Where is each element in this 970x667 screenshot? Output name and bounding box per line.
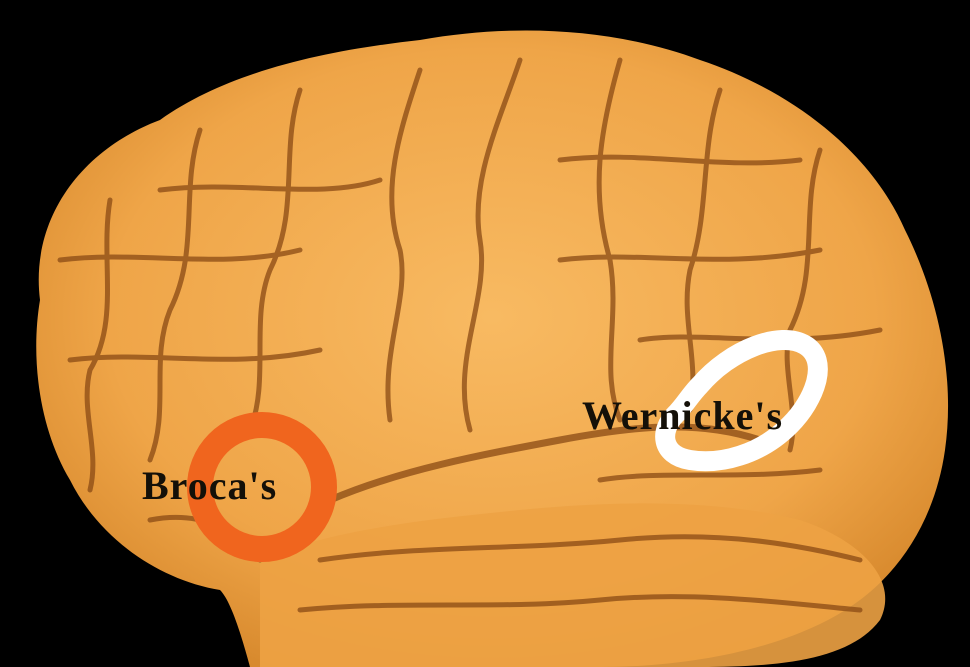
- temporal-lobe-shape: [260, 503, 886, 667]
- sulci: [57, 57, 883, 613]
- broca-label: Broca's: [142, 463, 278, 508]
- wernicke-label: Wernicke's: [582, 393, 784, 438]
- broca-area-marker: [187, 412, 337, 562]
- wernicke-area-marker: [655, 330, 828, 472]
